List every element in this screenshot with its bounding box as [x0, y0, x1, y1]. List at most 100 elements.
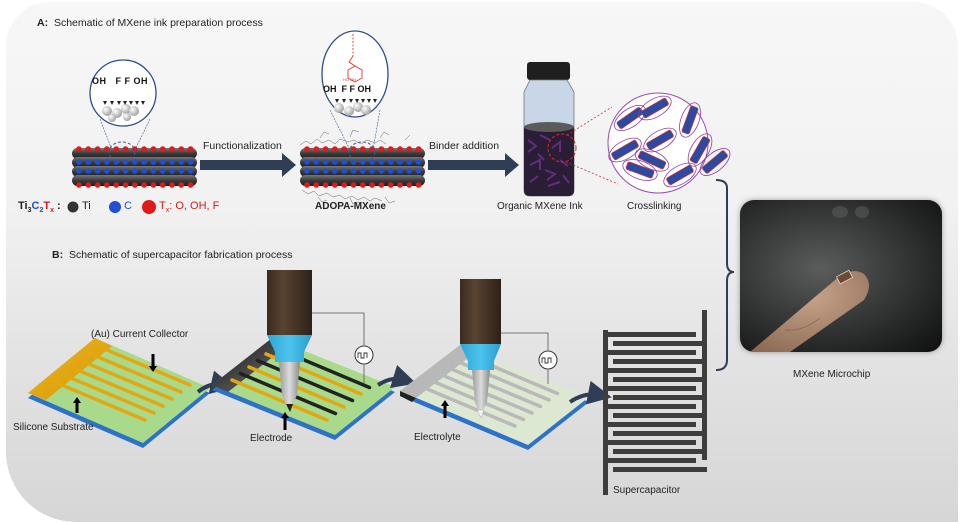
binder-addition-arrow [428, 153, 519, 177]
legend-ti-label: Ti [82, 200, 91, 212]
tx-atom [415, 146, 422, 152]
electrode-finger [443, 364, 543, 409]
panel-a-title: A: Schematic of MXene ink preparation pr… [37, 17, 263, 29]
c-atom [122, 159, 129, 165]
tx-atom [94, 146, 101, 152]
c-atom [132, 168, 138, 174]
comb-finger-right [613, 359, 707, 364]
step-arrow-3 [568, 380, 612, 405]
c-atom [341, 159, 348, 165]
comb-finger-left [603, 368, 696, 373]
formula-ti: Ti [18, 200, 28, 212]
panel-b-prefix: B: [52, 249, 64, 261]
c-atom [369, 168, 375, 174]
legend-tx-ball [142, 200, 156, 214]
label-f: F [115, 76, 122, 86]
panel-a-prefix: A: [37, 17, 49, 29]
step-arrow-2 [376, 365, 417, 388]
c-atom [104, 168, 110, 174]
comb-finger-left [603, 404, 696, 409]
tx-atom [150, 146, 157, 152]
tx-atom [406, 182, 413, 188]
tx-atom [104, 182, 110, 188]
current-collector-board [28, 338, 210, 448]
mxene-stack-functionalized [299, 129, 425, 205]
tx-atom [132, 182, 138, 188]
tx-atom [159, 146, 166, 152]
c-atom [85, 168, 92, 174]
c-atom [378, 159, 385, 165]
tx-atom [169, 146, 175, 152]
tx-atom [397, 146, 403, 152]
c-atom [406, 159, 413, 165]
c-atom [85, 159, 92, 165]
tx-atom [169, 182, 175, 188]
formula-c-sub: 2 [39, 207, 44, 215]
c-atom [313, 168, 320, 174]
tx-atom [360, 182, 366, 188]
label-f: F [124, 76, 131, 86]
tx-atom [369, 146, 375, 152]
crosslinking-network-icon [607, 92, 731, 194]
tx-atom [360, 146, 366, 152]
tx-atom [113, 182, 119, 188]
electrode-finger [255, 358, 355, 403]
legend-tx-symbol: T [159, 200, 166, 212]
c-atom [132, 159, 138, 165]
functionalization-arrow [200, 153, 296, 177]
label-ho: HO [343, 77, 349, 82]
electrode-finger [84, 350, 183, 394]
c-atom [322, 168, 329, 174]
legend-tx-label: Tx: O, OH, F [159, 200, 219, 214]
c-atom [415, 168, 422, 174]
c-atom [150, 168, 157, 174]
tx-atom [85, 146, 92, 152]
c-atom [313, 159, 320, 165]
c-atom [159, 159, 166, 165]
tx-atom [313, 146, 320, 152]
tx-atom [397, 182, 403, 188]
comb-finger-right [613, 341, 707, 346]
mxene-flake [679, 102, 701, 138]
finger-with-chip-image [750, 206, 869, 352]
c-atom [94, 168, 101, 174]
tx-atom [341, 146, 348, 152]
comb-finger-right [613, 449, 707, 454]
tx-atom [122, 146, 129, 152]
c-atom [341, 168, 348, 174]
panel-b-title: B: Schematic of supercapacitor fabricati… [52, 249, 292, 261]
tx-atom [304, 146, 310, 152]
mxene-formula: Ti3C2Tx : [18, 200, 61, 214]
panel-a-title-text: Schematic of MXene ink preparation proce… [53, 17, 263, 29]
c-atom [378, 168, 385, 174]
electrode-label: Electrode [250, 433, 293, 444]
mxene-flake [634, 148, 670, 172]
microchip-icon [835, 269, 854, 285]
electrode-printing-board [212, 338, 395, 440]
c-atom [94, 159, 101, 165]
tx-atom [406, 146, 413, 152]
tx-atom [76, 182, 82, 188]
label-f: F [349, 84, 356, 94]
comb-finger-left [603, 386, 696, 391]
c-atom [304, 159, 310, 165]
comb-finger-right [613, 377, 707, 382]
label-f: F [341, 84, 348, 94]
grouping-brace [715, 179, 735, 371]
tx-atom [104, 146, 110, 152]
surface-zoom-circle-right [321, 30, 389, 163]
tx-atom [322, 182, 329, 188]
formula-t-sub: x [50, 207, 54, 215]
tx-atom [332, 146, 338, 152]
c-atom [387, 159, 394, 165]
legend-tx-suffix: : O, OH, F [169, 200, 220, 212]
tx-atom [113, 146, 119, 152]
mxene-flake [663, 162, 697, 188]
tx-atom [350, 182, 357, 188]
tx-atom [369, 182, 375, 188]
c-atom [369, 159, 375, 165]
c-atom [187, 168, 194, 174]
mxene-flake [613, 104, 647, 132]
functionalization-label: Functionalization [203, 140, 282, 152]
label-oh: OH [357, 84, 372, 94]
